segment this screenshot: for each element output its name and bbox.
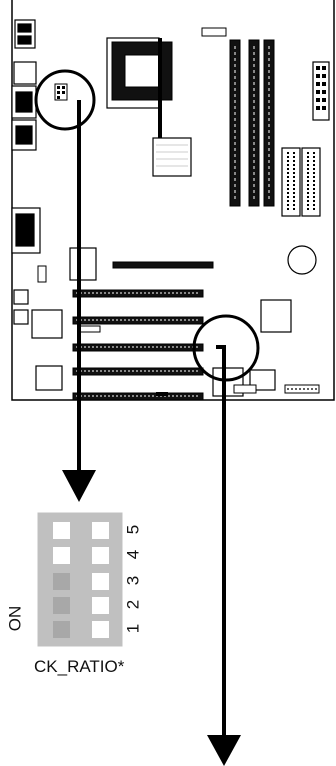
switch-4-left xyxy=(53,547,70,564)
ide-connector-2 xyxy=(301,147,321,217)
switch-number-2: 2 xyxy=(123,599,143,610)
dimm-slot-3 xyxy=(263,39,275,207)
highlight-circle-left xyxy=(34,69,96,131)
switch-5-right xyxy=(92,522,109,539)
cmos-battery xyxy=(287,245,317,275)
northbridge-chip xyxy=(152,137,192,177)
switch-1-left xyxy=(53,621,70,638)
switch-number-1: 1 xyxy=(123,623,143,634)
switch-2-left xyxy=(53,597,70,614)
dimm-slot-2 xyxy=(248,39,260,207)
switch-4-right xyxy=(92,547,109,564)
southbridge-chip xyxy=(260,299,292,333)
switch-number-5: 5 xyxy=(123,524,143,535)
cpu-socket xyxy=(106,37,173,138)
ck-ratio-caption: CK_RATIO* xyxy=(34,657,125,676)
front-panel-header-1 xyxy=(233,384,257,394)
dimm-slots xyxy=(229,39,275,207)
agp-slot xyxy=(112,261,214,269)
switch-3-right xyxy=(92,573,109,590)
pointer-arrow-left xyxy=(62,100,96,502)
switch-number-3: 3 xyxy=(123,575,143,586)
switch-1-right xyxy=(92,621,109,638)
switch-number-4: 4 xyxy=(123,549,143,560)
jumper-header-left xyxy=(54,83,68,101)
switch-5-left xyxy=(53,522,70,539)
ck-ratio-dip-switch-location xyxy=(216,345,226,349)
dimm-slot-1 xyxy=(229,39,241,207)
switch-3-left xyxy=(53,573,70,590)
on-label: ON xyxy=(5,605,25,632)
ide-connectors xyxy=(281,147,321,217)
chip-left xyxy=(69,247,97,281)
dip-switch-body xyxy=(37,512,123,647)
pointer-arrow-right xyxy=(207,348,241,766)
chip-audio xyxy=(31,309,63,339)
fan-header-top xyxy=(201,27,227,37)
pci-slots xyxy=(72,289,204,401)
atx-power-connector xyxy=(312,61,330,121)
io-chip xyxy=(212,367,244,397)
front-panel-header-2 xyxy=(284,384,320,394)
small-connector xyxy=(77,325,101,333)
ck-ratio-dip-switch xyxy=(37,512,123,647)
small-pin xyxy=(156,392,168,396)
small-header xyxy=(37,265,47,283)
rear-io-connectors xyxy=(11,19,41,325)
switch-2-right xyxy=(92,597,109,614)
ide-connector-1 xyxy=(281,147,301,217)
chip-lower-left xyxy=(35,365,63,391)
usb-connector xyxy=(13,61,37,85)
audio-jack xyxy=(13,289,29,305)
